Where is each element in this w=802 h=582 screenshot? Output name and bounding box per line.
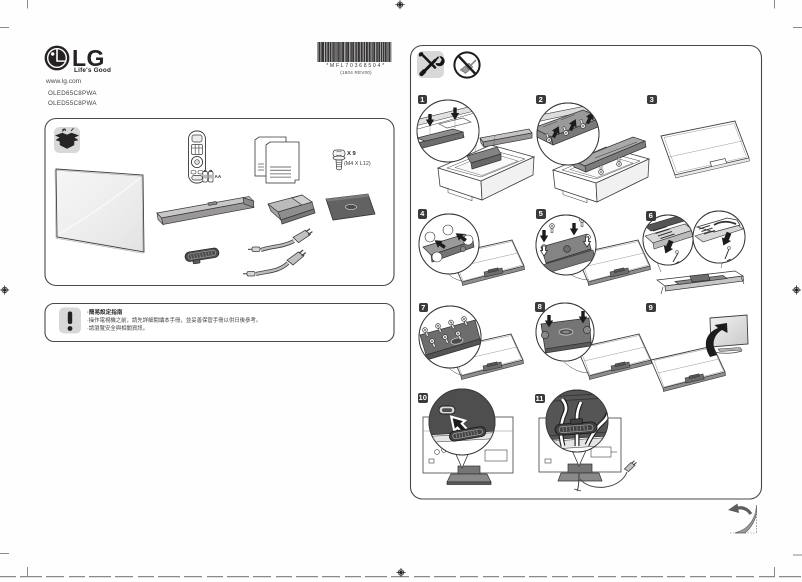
model-number-1: OLED65C8PWA	[48, 90, 97, 97]
step-9-badge: 9	[646, 302, 656, 313]
step-11-badge: 11	[534, 393, 545, 404]
stand-bar-illustration	[156, 196, 255, 226]
notice-box	[44, 302, 395, 343]
notice-line-2: ·請瀏覽安全與相關資訊。	[87, 325, 149, 332]
step-6-illustration	[642, 210, 746, 295]
step-2-badge: 2	[536, 94, 546, 105]
step-4-illustration	[418, 213, 525, 286]
accessories-box	[44, 117, 395, 287]
step-5-badge: 5	[536, 209, 546, 219]
manuals-illustration	[254, 136, 300, 184]
step-1-illustration	[416, 99, 535, 202]
cable-holder-illustration	[184, 247, 220, 265]
step-6-badge: 6	[646, 211, 656, 221]
step-5-illustration	[535, 214, 651, 286]
step-8-illustration	[535, 302, 652, 380]
step-3-illustration	[660, 120, 750, 179]
step-4-badge: 4	[417, 209, 428, 219]
lg-symbol-icon	[44, 45, 70, 71]
page-curl-icon	[728, 503, 757, 534]
step-2-illustration	[536, 102, 650, 204]
step-3-badge: 3	[647, 94, 657, 105]
screw-quantity-label: X 9	[347, 151, 356, 157]
notice-line-1: ·操作電視機之前，請先詳細閱讀本手冊，並妥善保管手冊以供日後參考。	[87, 317, 262, 324]
barcode	[317, 42, 392, 62]
step-7-badge: 7	[418, 302, 429, 313]
step-8-badge: 8	[535, 302, 545, 312]
no-drill-icon	[453, 51, 481, 79]
exclamation-icon	[59, 307, 81, 334]
step-11-illustration	[538, 389, 637, 492]
assembly-steps-panel	[409, 44, 763, 500]
website-url: www.lg.com	[46, 77, 82, 85]
brand-wordmark: LG	[72, 45, 105, 71]
screw-illustration	[332, 149, 346, 171]
tools-icon	[417, 51, 445, 78]
battery-type-label: AA	[214, 174, 222, 179]
model-number-2: OLED55C8PWA	[48, 99, 97, 107]
step-1-badge: 1	[417, 94, 428, 105]
unboxing-icon	[54, 127, 80, 153]
remote-control-illustration	[188, 130, 206, 184]
screw-spec-label: (M4 X L12)	[344, 160, 371, 167]
brand-tagline: Life's Good	[74, 66, 112, 74]
power-cables-illustration	[243, 228, 313, 277]
step-7-illustration	[418, 305, 524, 380]
step-10-badge: 10	[417, 393, 428, 403]
step-10-illustration	[422, 388, 514, 485]
barcode-revision: (1804 REV00)	[340, 69, 372, 75]
stand-neck-illustration	[267, 194, 316, 225]
notice-title: ·簡易設定指南	[87, 309, 123, 316]
barcode-code: *MFL70368504*	[326, 63, 386, 69]
step-9-illustration	[650, 314, 749, 392]
tv-panel-illustration	[54, 168, 145, 254]
back-cover-illustration	[325, 193, 376, 221]
batteries-illustration	[202, 169, 214, 183]
